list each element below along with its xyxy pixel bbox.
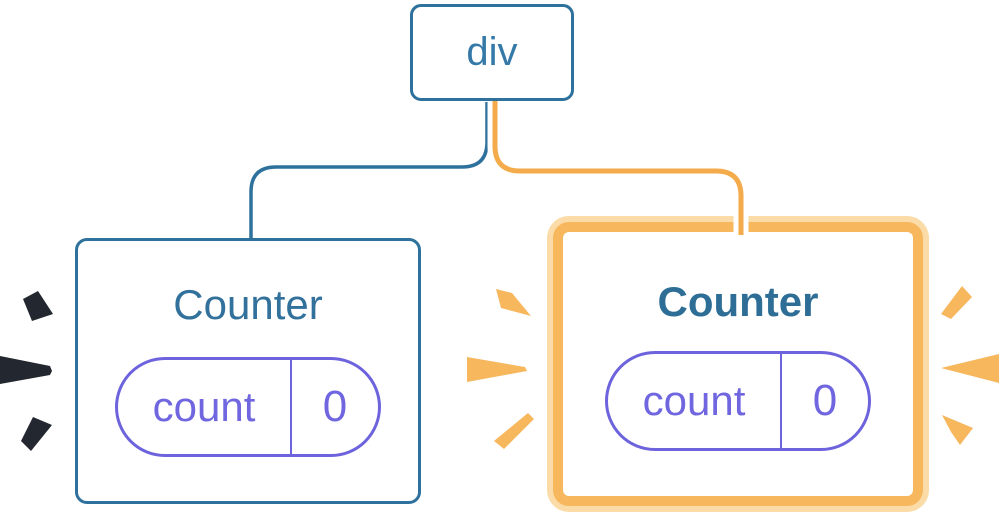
connector-left: [249, 102, 489, 240]
emphasis-sparks-right-inner: [467, 289, 534, 449]
counter-card-right: Counter count 0: [553, 222, 923, 506]
counter-card-left: Counter count 0: [75, 238, 421, 504]
state-value-right: 0: [812, 376, 838, 425]
spark-icon: [941, 286, 972, 319]
spark-icon: [467, 357, 527, 382]
spark-icon: [23, 291, 53, 321]
counter-title-left: Counter: [173, 281, 323, 328]
spark-icon: [941, 354, 999, 383]
root-node-label: div: [466, 30, 518, 74]
state-key-left: count: [118, 360, 292, 454]
spark-icon: [21, 417, 52, 451]
state-pill-right: count 0: [605, 351, 871, 451]
emphasis-sparks-right-outer: [941, 286, 999, 445]
state-value-left: 0: [322, 382, 348, 431]
spark-icon: [0, 356, 52, 384]
counter-title-right: Counter: [657, 278, 819, 325]
state-pill-left: count 0: [115, 357, 381, 457]
connector-right-casing: [487, 102, 749, 233]
state-key-right: count: [608, 354, 782, 448]
emphasis-sparks-left-dark: [0, 291, 53, 451]
connector-right: [492, 101, 744, 235]
root-node-div: div: [410, 4, 574, 101]
spark-icon: [494, 413, 534, 449]
spark-icon: [496, 289, 531, 316]
spark-icon: [942, 415, 973, 445]
